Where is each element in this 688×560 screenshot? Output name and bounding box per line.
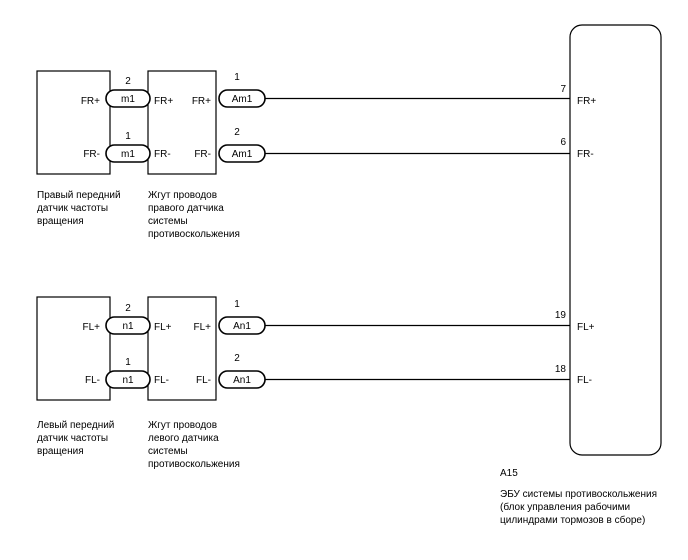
m1-pin-2: 2 [125,76,131,87]
ecu-pin-6: 6 [560,137,566,148]
ecu-terminal-fl-minus: FL- [577,375,592,386]
n1-pin-1: 1 [125,357,131,368]
right-sensor-box [36,70,111,175]
connector-an1-top-label: An1 [233,321,251,332]
left-harness-left-terminal-minus: FL- [154,375,169,386]
ecu-terminal-fr-minus: FR- [577,149,594,160]
left-harness-caption-1: Жгут проводов [148,420,217,431]
left-sensor-terminal-plus: FL+ [82,322,100,333]
right-sensor-terminal-plus: FR+ [81,96,100,107]
am1-pin-2: 2 [234,127,240,138]
left-sensor-box [36,296,111,401]
left-harness-box [147,296,217,401]
left-harness-right-terminal-plus: FL+ [193,322,211,333]
am1-pin-1: 1 [234,72,240,83]
an1-pin-2: 2 [234,353,240,364]
left-sensor-caption-3: вращения [37,446,84,457]
ecu-caption-line-1: ЭБУ системы противоскольжения [500,489,657,500]
left-harness-right-terminal-minus: FL- [196,375,211,386]
connector-m1-bottom-label: m1 [121,149,135,160]
connector-m1-top-label: m1 [121,94,135,105]
left-sensor-terminal-minus: FL- [85,375,100,386]
right-harness-caption-1: Жгут проводов [148,190,217,201]
left-harness-caption-3: системы [148,446,188,457]
ecu-block [569,24,662,456]
right-harness-right-terminal-minus: FR- [194,149,211,160]
connector-am1-bottom-label: Am1 [232,149,253,160]
an1-pin-1: 1 [234,299,240,310]
connector-n1-top-label: n1 [122,321,134,332]
connector-m1-top [105,89,151,108]
left-sensor-caption-2: датчик частоты [37,433,108,444]
connector-am1-top-label: Am1 [232,94,253,105]
ecu-pin-19: 19 [555,310,567,321]
ecu-terminal-fl-plus: FL+ [577,322,595,333]
connector-an1-bottom-label: An1 [233,375,251,386]
ecu-terminal-fr-plus: FR+ [577,96,596,107]
connector-n1-bottom [105,370,151,389]
right-sensor-caption-2: датчик частоты [37,203,108,214]
right-harness-right-terminal-plus: FR+ [192,96,211,107]
ecu-caption-line-2: (блок управления рабочими [500,501,630,513]
left-harness-left-terminal-plus: FL+ [154,322,172,333]
right-sensor-terminal-minus: FR- [83,149,100,160]
right-harness-caption-2: правого датчика [148,203,224,214]
left-sensor-caption-1: Левый передний [37,420,114,431]
right-harness-box [147,70,217,175]
right-harness-caption-4: противоскольжения [148,229,240,240]
m1-pin-1: 1 [125,131,131,142]
connector-m1-bottom [105,144,151,163]
right-harness-left-terminal-minus: FR- [154,149,171,160]
ecu-pin-18: 18 [555,364,567,375]
left-harness-caption-4: противоскольжения [148,459,240,470]
ecu-id: A15 [500,468,518,479]
left-harness-caption-2: левого датчика [148,433,219,444]
ecu-pin-7: 7 [560,84,566,95]
ecu-caption-line-3: цилиндрами тормозов в сборе) [500,514,645,526]
right-harness-left-terminal-plus: FR+ [154,96,173,107]
right-sensor-caption-3: вращения [37,216,84,227]
connector-n1-bottom-label: n1 [122,375,134,386]
right-harness-caption-3: системы [148,216,188,227]
n1-pin-2: 2 [125,303,131,314]
right-sensor-caption-1: Правый передний [37,190,121,201]
connector-n1-top [105,316,151,335]
